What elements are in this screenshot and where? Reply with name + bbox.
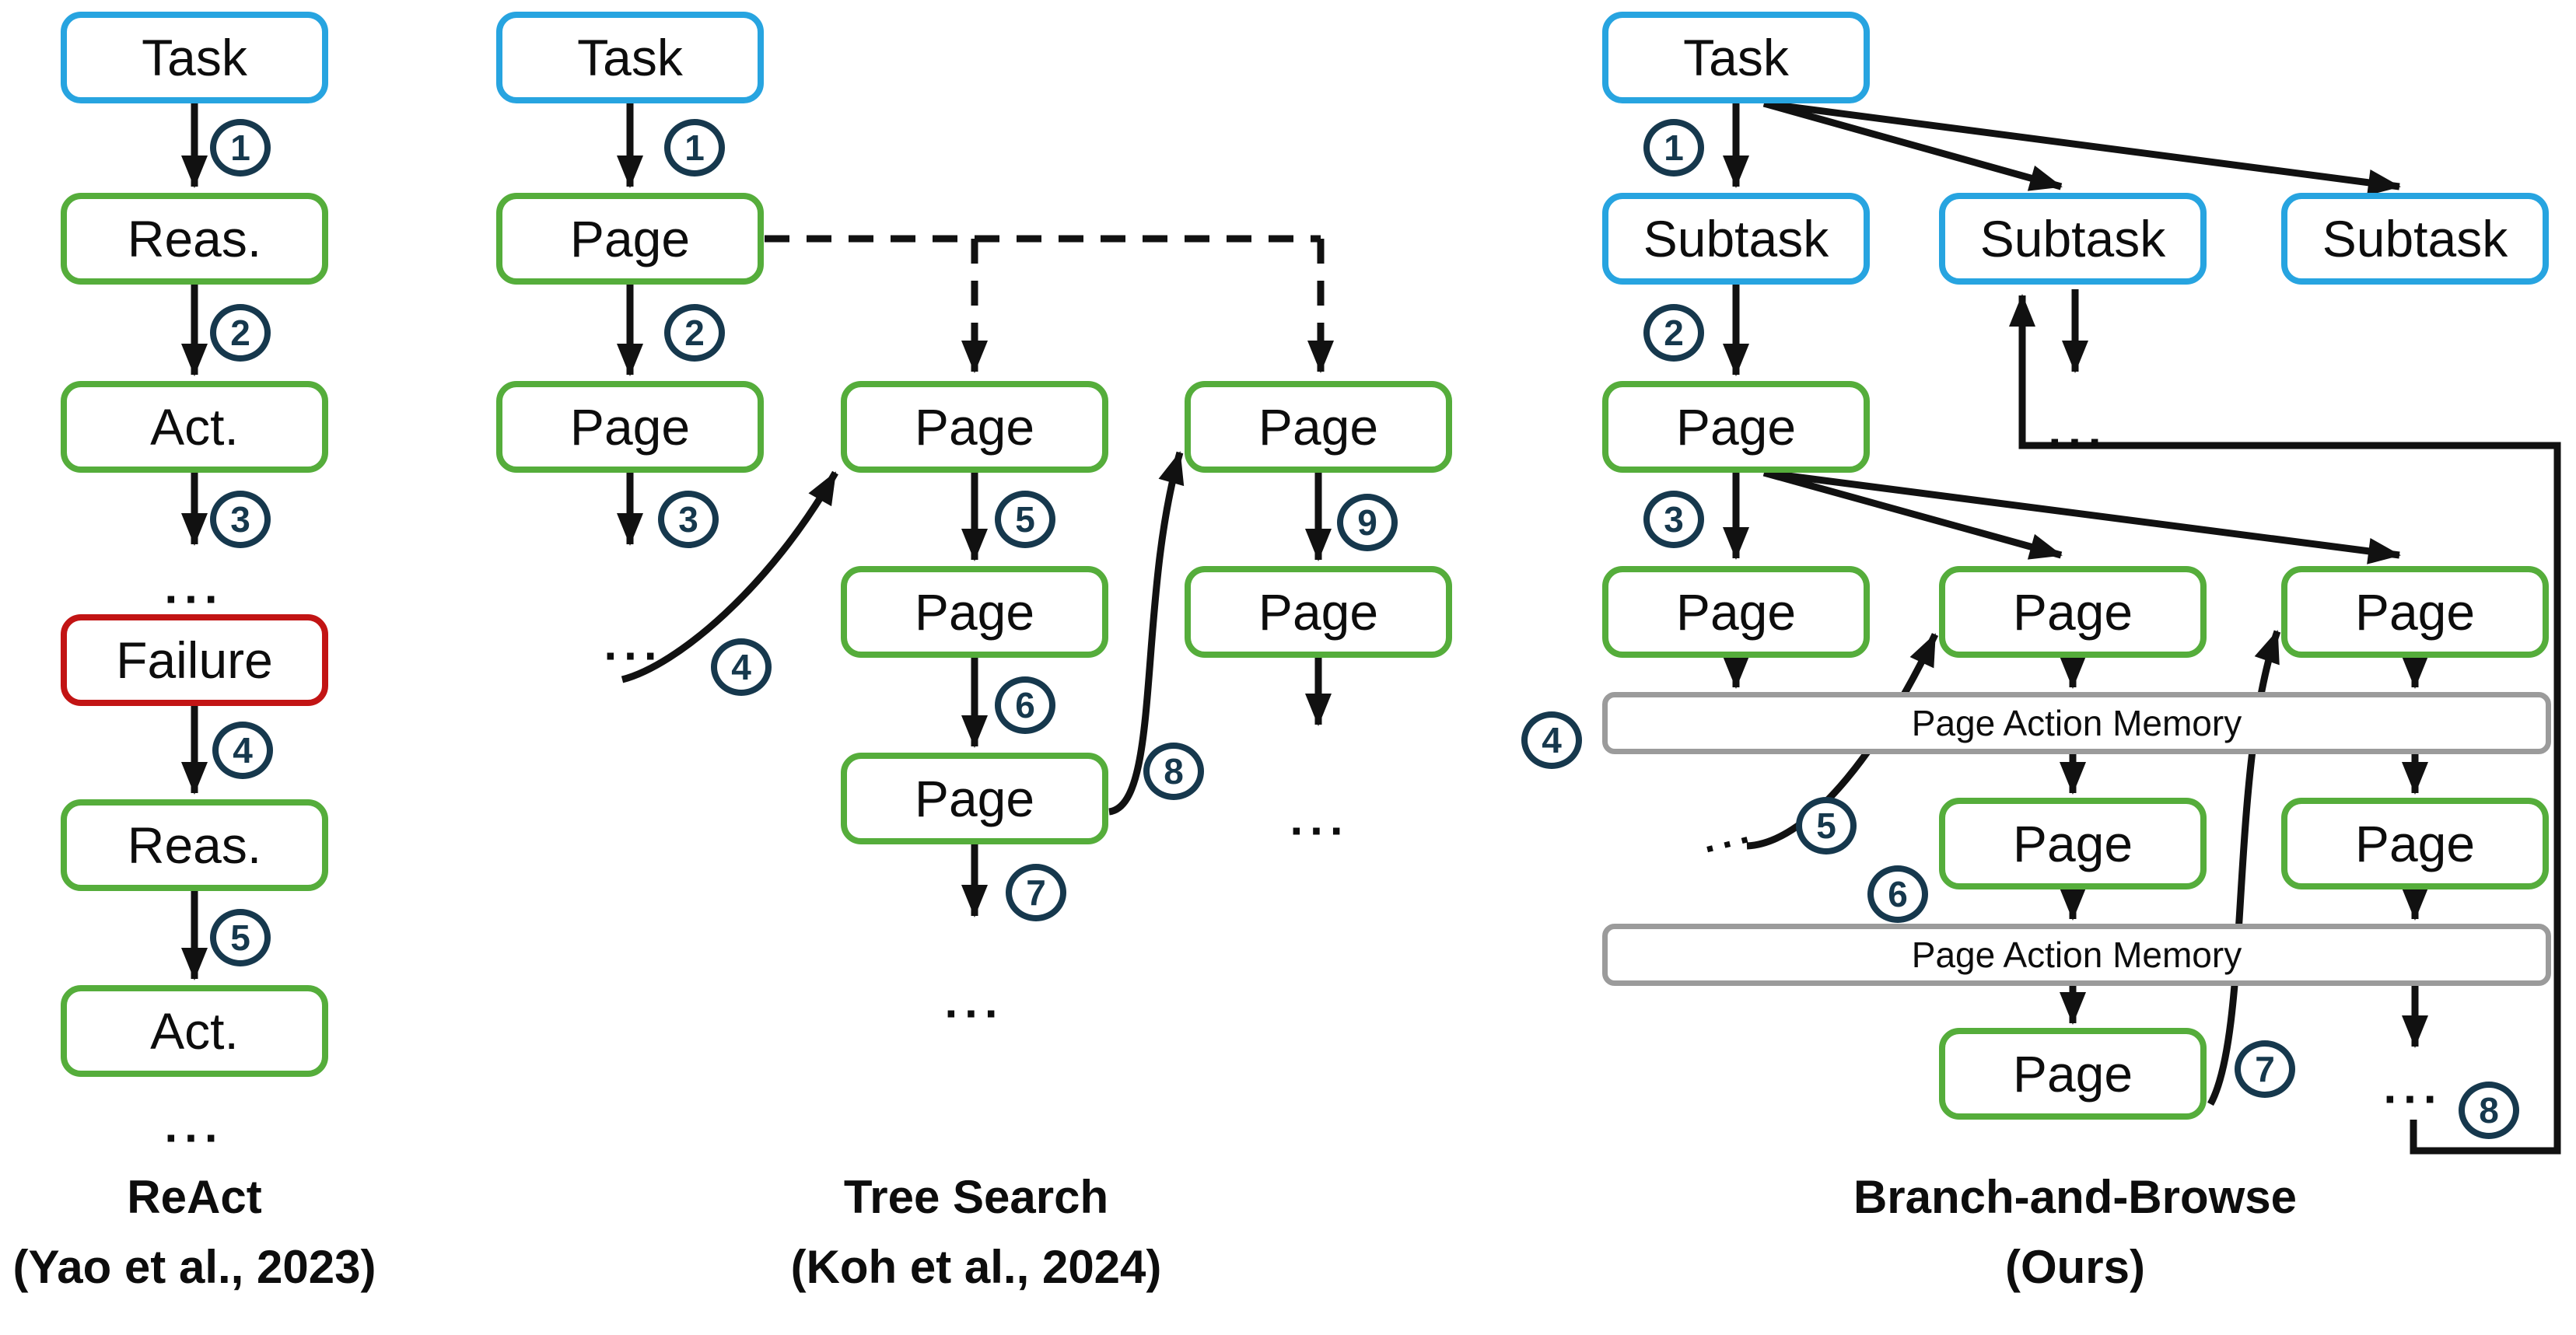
ellipsis-react-bottom: ... — [164, 1099, 225, 1152]
step-badge-tree-8: 8 — [1143, 743, 1204, 800]
node-page-bnb-c2: Page — [2281, 798, 2549, 889]
node-action-1: Act. — [61, 381, 328, 473]
caption-tree-title: Tree Search — [843, 1171, 1109, 1223]
ellipsis-bnb-right-branch: ... — [2383, 1061, 2444, 1113]
node-task-bnb: Task — [1602, 12, 1870, 103]
step-badge-tree-7: 7 — [1006, 864, 1066, 921]
step-badge-bnb-5: 5 — [1796, 797, 1857, 854]
node-task-tree: Task — [496, 12, 764, 103]
step-badge-bnb-2: 2 — [1643, 304, 1704, 362]
node-page-bnb-b1: Page — [1939, 566, 2207, 658]
node-page-mid-2: Page — [841, 566, 1108, 658]
curve-tree-step8-backtrack — [1108, 451, 1185, 816]
caption-react-citation: (Yao et al., 2023) — [12, 1241, 376, 1293]
node-page-mid-1: Page — [841, 381, 1108, 473]
step-badge-bnb-7: 7 — [2235, 1040, 2295, 1098]
node-page-root: Page — [496, 193, 764, 285]
step-badge-tree-4: 4 — [711, 638, 772, 696]
node-subtask-2: Subtask — [1939, 193, 2207, 285]
arrow-bnb-page-to-pageC — [1763, 469, 2401, 564]
node-page-bnb-root: Page — [1602, 381, 1870, 473]
node-reasoning-1: Reas. — [61, 193, 328, 285]
step-badge-bnb-1: 1 — [1643, 119, 1704, 176]
node-subtask-1: Subtask — [1602, 193, 1870, 285]
node-page-bnb-b2: Page — [1939, 798, 2207, 889]
arrow-bnb-task-to-subtask2 — [1762, 100, 2063, 191]
step-badge-react-5: 5 — [210, 909, 271, 966]
step-badge-tree-9: 9 — [1337, 494, 1398, 551]
step-badge-tree-1: 1 — [664, 119, 725, 176]
ellipsis-tree-root: ... — [604, 617, 664, 670]
arrow-bnb-task-to-subtask3 — [1763, 100, 2401, 196]
step-badge-tree-2: 2 — [664, 304, 725, 362]
node-page-bnb-b3: Page — [1939, 1028, 2207, 1120]
page-action-memory-bar-1: Page Action Memory — [1602, 692, 2551, 754]
node-page-root-2: Page — [496, 381, 764, 473]
page-action-memory-bar-2: Page Action Memory — [1602, 924, 2551, 986]
step-badge-react-3: 3 — [210, 491, 271, 548]
node-page-right-1: Page — [1185, 381, 1452, 473]
step-badge-react-4: 4 — [212, 722, 273, 779]
node-subtask-3: Subtask — [2281, 193, 2549, 285]
step-badge-react-1: 1 — [210, 119, 271, 176]
node-reasoning-2: Reas. — [61, 799, 328, 891]
step-badge-react-2: 2 — [210, 304, 271, 362]
caption-tree-citation: (Koh et al., 2024) — [790, 1241, 1162, 1293]
step-badge-tree-3: 3 — [658, 491, 719, 548]
return-elbow-to-subtask2 — [2009, 294, 2561, 1155]
curve-bnb-step5-backtrack — [1746, 633, 1939, 850]
node-page-mid-3: Page — [841, 753, 1108, 844]
caption-bnb-title: Branch-and-Browse — [1853, 1171, 2298, 1223]
ellipsis-react-mid: ... — [164, 561, 225, 613]
step-badge-bnb-6: 6 — [1867, 865, 1928, 923]
node-page-bnb-a1: Page — [1602, 566, 1870, 658]
caption-react-title: ReAct — [127, 1171, 262, 1223]
ellipsis-tree-right: ... — [1290, 792, 1350, 845]
step-badge-bnb-3: 3 — [1643, 491, 1704, 548]
node-action-2: Act. — [61, 985, 328, 1077]
step-badge-bnb-4: 4 — [1521, 711, 1582, 769]
caption-bnb-citation: (Ours) — [2005, 1241, 2145, 1293]
arrow-bnb-page-to-pageB — [1762, 469, 2063, 560]
step-badge-tree-5: 5 — [995, 491, 1055, 548]
step-badge-bnb-8: 8 — [2459, 1082, 2519, 1139]
curve-tree-step4-backtrack — [621, 470, 838, 683]
node-page-bnb-c1: Page — [2281, 566, 2549, 658]
node-page-right-2: Page — [1185, 566, 1452, 658]
step-badge-tree-6: 6 — [995, 676, 1055, 734]
node-task-react: Task — [61, 12, 328, 103]
node-failure: Failure — [61, 614, 328, 706]
ellipsis-bnb-subtask-subtree: ... — [2048, 404, 2109, 456]
ellipsis-tree-mid: ... — [944, 975, 1005, 1028]
